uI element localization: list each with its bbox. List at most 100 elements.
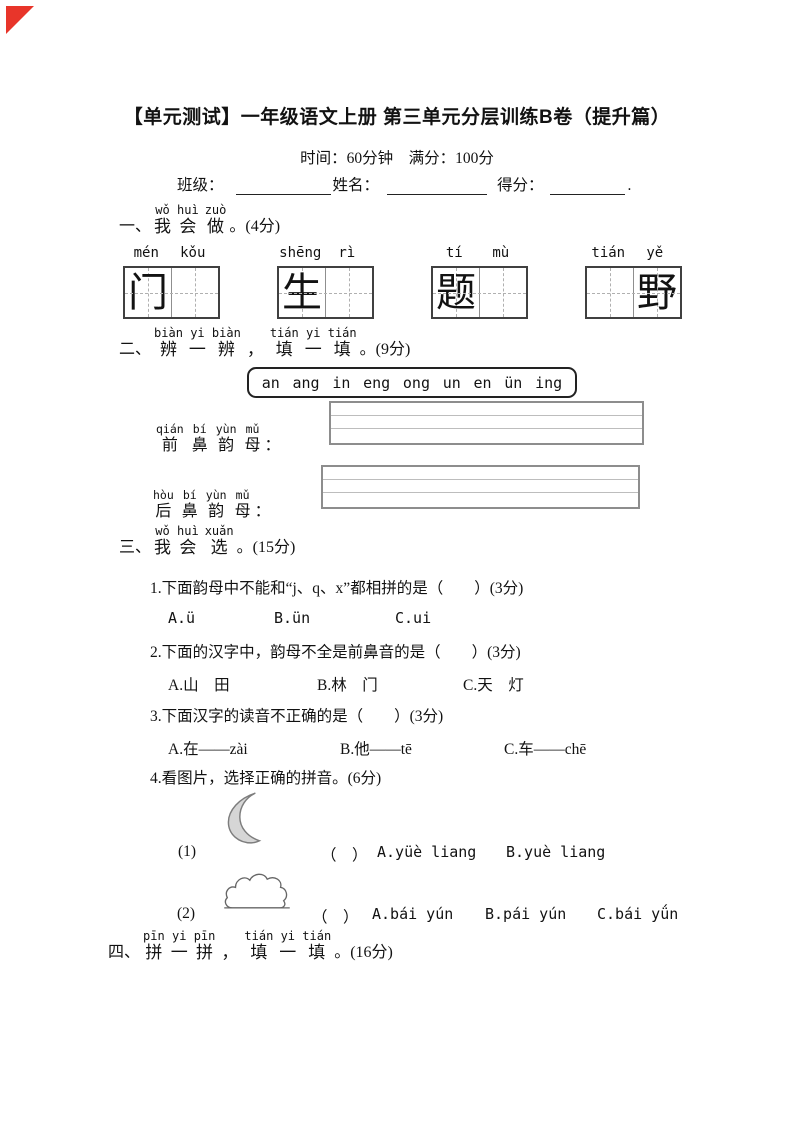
character-grid: 生 <box>277 266 374 319</box>
section4-points: 。(16分) <box>334 944 393 961</box>
period-mark: . <box>627 177 632 194</box>
page-title: 【单元测试】一年级语文上册 第三单元分层训练B卷（提升篇） <box>123 107 671 128</box>
item-label: (2) <box>177 905 196 922</box>
question-2-options: A.山 田 B.林 门 C.天 灯 <box>0 673 794 695</box>
vowel-item: un <box>442 373 461 392</box>
option-a: A.在——zài <box>168 741 248 758</box>
moon-icon <box>227 792 262 844</box>
section2-number: 二、 <box>119 341 152 358</box>
exam-meta: 时间：60分钟 满分：100分 <box>300 150 494 167</box>
option-a: A.山 田 <box>168 677 230 694</box>
dashed-guide <box>279 292 372 294</box>
question-3-options: A.在——zài B.他——tē C.车——chē <box>0 737 794 759</box>
character-grid: 门 <box>123 266 220 319</box>
colon-mark: ： <box>254 503 271 520</box>
answer-bracket: （ ） <box>312 909 359 926</box>
name-blank-line <box>387 177 488 195</box>
question-4-item-2: (2) （ ） A.bái yún B.pái yún C.bái yǘn <box>0 905 794 927</box>
vowel-item: in <box>332 373 351 392</box>
vowel-item: ing <box>535 373 563 392</box>
score-blank-line <box>549 177 625 195</box>
vowel-list-box: an ang in eng ong un en ün ing <box>247 367 577 398</box>
dashed-guide <box>587 292 680 294</box>
answer-bracket: （ ） <box>321 847 368 864</box>
section2-points: 。(9分) <box>359 341 411 358</box>
grid-line <box>323 479 638 480</box>
cloud-icon <box>224 873 290 909</box>
option-b: B.pái yún <box>485 905 567 923</box>
question-3: 3.下面汉字的读音不正确的是（ ）(3分) <box>150 708 444 725</box>
question-4-item-1: (1) （ ） A.yüè liang B.yuè liang <box>0 843 794 865</box>
grid-line <box>331 415 642 416</box>
vowel-item: ang <box>292 373 320 392</box>
section3-points: 。(15分) <box>236 539 296 556</box>
student-info-row: 班级： 姓名： 得分： . <box>177 173 631 195</box>
option-c: C.bái yǘn <box>597 905 679 923</box>
section1-number: 一、 <box>119 218 152 235</box>
section3-number: 三、 <box>119 539 152 556</box>
option-b: B.yuè liang <box>506 843 606 861</box>
front-nasal-writing-grid <box>329 401 644 445</box>
vowel-item: eng <box>363 373 391 392</box>
vowel-item: ong <box>402 373 430 392</box>
question-1-options: A.ü B.ün C.ui <box>0 609 794 631</box>
character-grid: 题 <box>431 266 528 319</box>
option-c: C.ui <box>395 609 432 627</box>
vowel-item: en <box>473 373 492 392</box>
dashed-guide <box>433 292 526 294</box>
item-label: (1) <box>178 843 197 860</box>
option-c: C.车——chē <box>504 741 587 758</box>
corner-triangle-decoration <box>6 6 34 34</box>
grid-line <box>323 492 638 493</box>
vowel-item: an <box>261 373 280 392</box>
question-1: 1.下面韵母中不能和“j、q、x”都相拼的是（ ）(3分) <box>150 580 524 597</box>
vowel-item: ün <box>504 373 523 392</box>
moon-image <box>224 790 266 847</box>
option-b: B.林 门 <box>317 677 378 694</box>
character-grid: 野 <box>585 266 682 319</box>
grid-line <box>331 428 642 429</box>
score-label: 得分： <box>497 177 544 194</box>
option-a: A.bái yún <box>372 905 454 923</box>
class-label: 班级： <box>177 177 224 194</box>
option-c: C.天 灯 <box>463 677 524 694</box>
ruby-unit: ， <box>246 340 264 359</box>
section4-number: 四、 <box>108 944 141 961</box>
question-2: 2.下面的汉字中，韵母不全是前鼻音的是（ ）(3分) <box>150 644 521 661</box>
option-a: A.ü <box>168 609 196 627</box>
cloud-image <box>214 870 300 913</box>
